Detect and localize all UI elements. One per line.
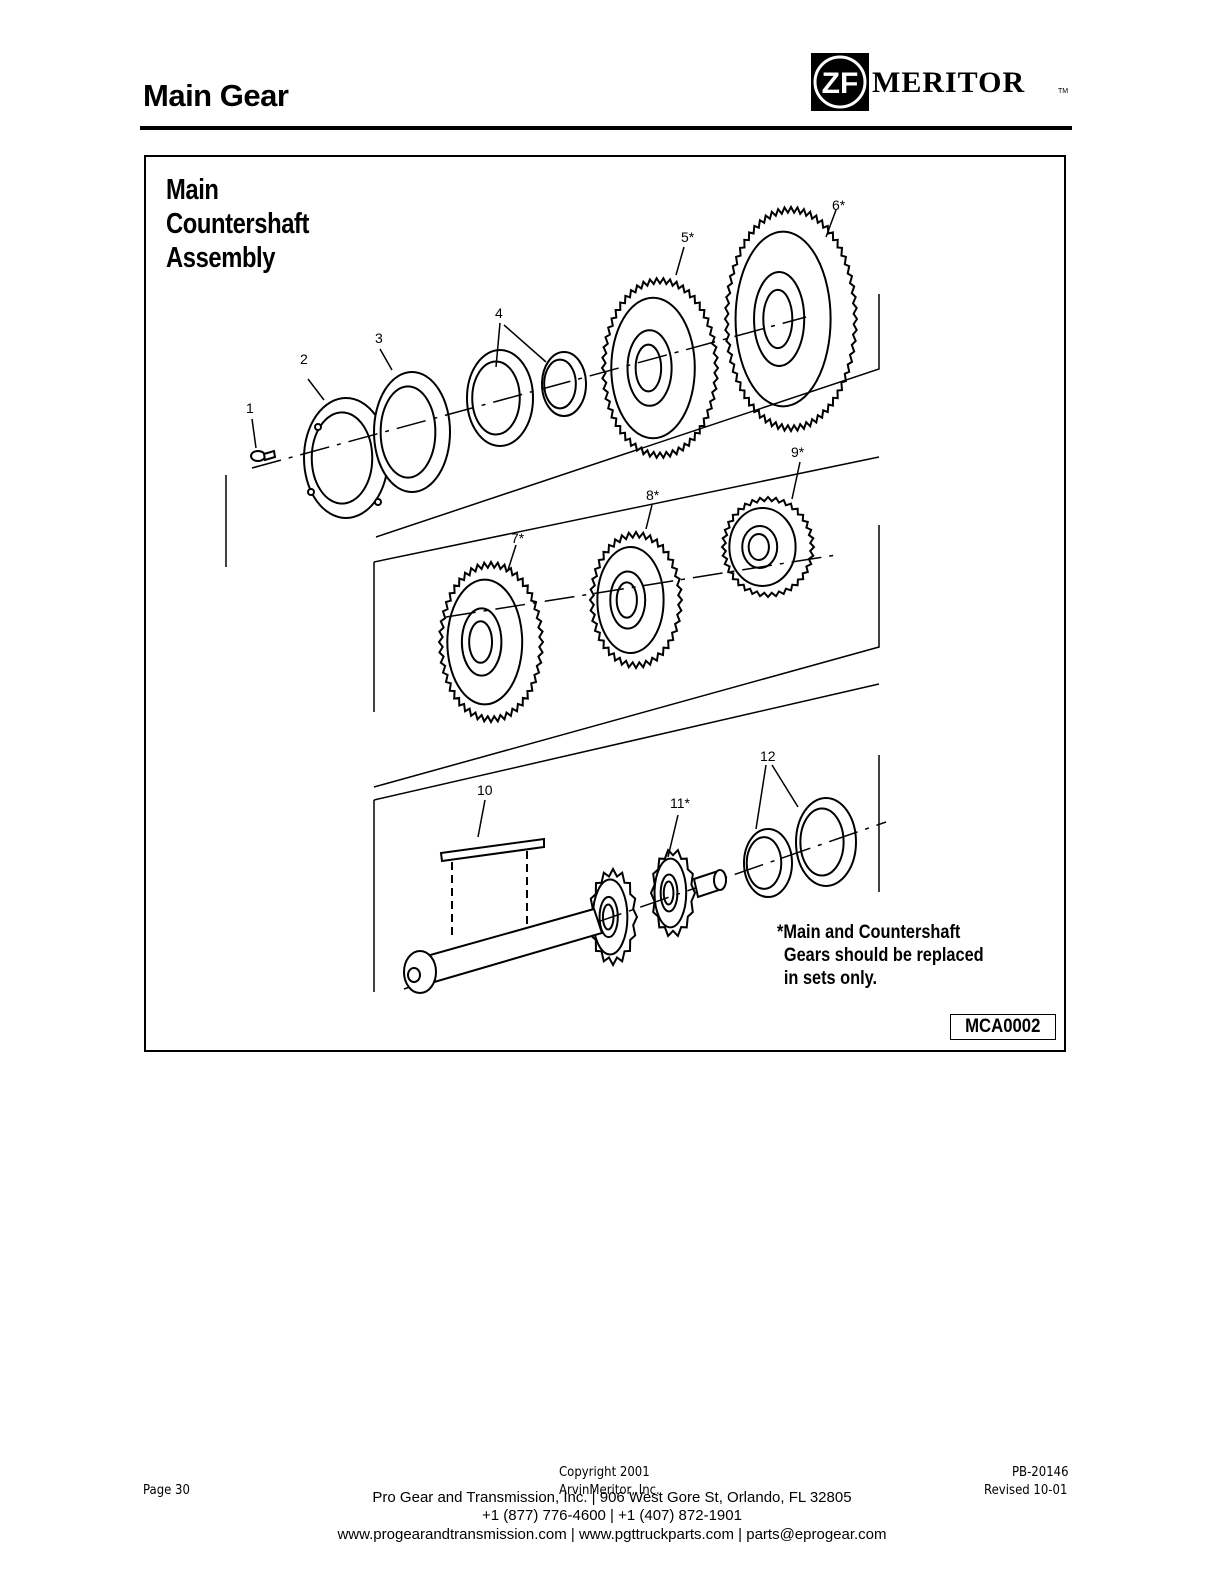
leader-9 <box>791 461 801 500</box>
copyright-line: Copyright 2001 <box>559 1465 650 1480</box>
bearing-cone-12-inner <box>745 836 783 890</box>
leader-12b <box>771 764 799 808</box>
callout-label: 11* <box>670 795 690 811</box>
logo-mark: ZF <box>822 67 859 100</box>
panel-outline-middle <box>373 456 880 788</box>
leader-4a <box>495 322 501 368</box>
callout-label: 7* <box>511 530 525 546</box>
panel-outline-bottom <box>373 683 880 992</box>
page-title: Main Gear <box>143 78 289 113</box>
callout-label: 10 <box>477 782 493 798</box>
gear-8-bore <box>615 581 638 619</box>
figure-title-line: Assembly <box>166 242 276 274</box>
callout-label: 4 <box>495 305 503 321</box>
gear-5-bore <box>634 343 663 393</box>
leader-1 <box>251 418 257 449</box>
gear-6-bore <box>762 288 794 350</box>
bolt-hole <box>307 488 315 496</box>
retainer-plate-2-inner <box>310 411 374 505</box>
callout-label: 12 <box>760 748 776 764</box>
figure-code-box: MCA0002 <box>950 1014 1056 1040</box>
screw-1 <box>250 450 266 462</box>
replacement-note: *Main and Countershaft Gears should be r… <box>777 921 984 990</box>
figure-code: MCA0002 <box>965 1016 1041 1037</box>
axis-line-middle <box>445 554 837 618</box>
distributor-phone: +1 (877) 776-4600 | +1 (407) 872-1901 <box>482 1507 742 1524</box>
axis-line-bottom <box>403 821 887 990</box>
panel-outline-top <box>225 294 880 567</box>
callout-label: 2 <box>300 351 308 367</box>
header-rule <box>140 126 1072 130</box>
leader-12a <box>755 764 767 830</box>
figure-frame: Main Countershaft Assembly <box>144 155 1066 1052</box>
leader-7 <box>507 544 517 571</box>
leader-3 <box>379 348 393 371</box>
leader-10 <box>477 799 486 838</box>
gear-7-bore <box>468 620 494 664</box>
note-line: *Main and Countershaft <box>777 922 961 943</box>
logo-text: MERITOR <box>872 66 1025 99</box>
key-guide <box>451 851 528 937</box>
zf-meritor-logo: ZF MERITOR TM <box>811 53 1068 111</box>
note-line: Gears should be replaced <box>783 945 984 966</box>
bearing-cup-12-inner <box>799 807 845 877</box>
snap-ring-3-inner <box>379 385 437 479</box>
callout-label: 9* <box>791 444 805 460</box>
bolt-hole <box>314 423 322 431</box>
copyright-line: ArvinMeritor, Inc. <box>559 1483 660 1498</box>
leader-11 <box>667 814 679 858</box>
leader-2 <box>307 378 325 401</box>
callout-label: 8* <box>646 487 660 503</box>
countershaft-body <box>414 907 604 987</box>
figure-title-line: Main <box>166 174 219 206</box>
axis-line-top <box>251 316 807 469</box>
callout-label: 1 <box>246 400 254 416</box>
page-number: Page 30 <box>143 1483 190 1498</box>
doc-number: PB-20146 <box>1012 1465 1069 1480</box>
callout-label: 5* <box>681 229 695 245</box>
callout-label: 3 <box>375 330 383 346</box>
leader-4b <box>503 324 547 363</box>
note-line: in sets only. <box>783 968 878 989</box>
bearing-cup-4-inner <box>471 360 521 436</box>
figure-title-line: Countershaft <box>166 208 310 240</box>
exploded-assembly-drawing <box>225 204 887 994</box>
callout-label: 6* <box>832 197 846 213</box>
gear-9-bore <box>747 533 770 561</box>
logo-tm: TM <box>1058 88 1068 95</box>
leader-6 <box>825 209 837 238</box>
distributor-web: www.progearandtransmission.com | www.pgt… <box>337 1526 887 1543</box>
countershaft-gear-11b-bore <box>662 880 675 906</box>
leader-5 <box>675 246 685 276</box>
leader-8 <box>645 504 653 530</box>
key <box>439 837 545 863</box>
distributor-address: Pro Gear and Transmission, Inc. | 906 We… <box>372 1489 852 1506</box>
figure-title: Main Countershaft Assembly <box>166 173 309 275</box>
bolt-hole <box>374 498 382 506</box>
revision-date: Revised 10-01 <box>984 1483 1068 1498</box>
